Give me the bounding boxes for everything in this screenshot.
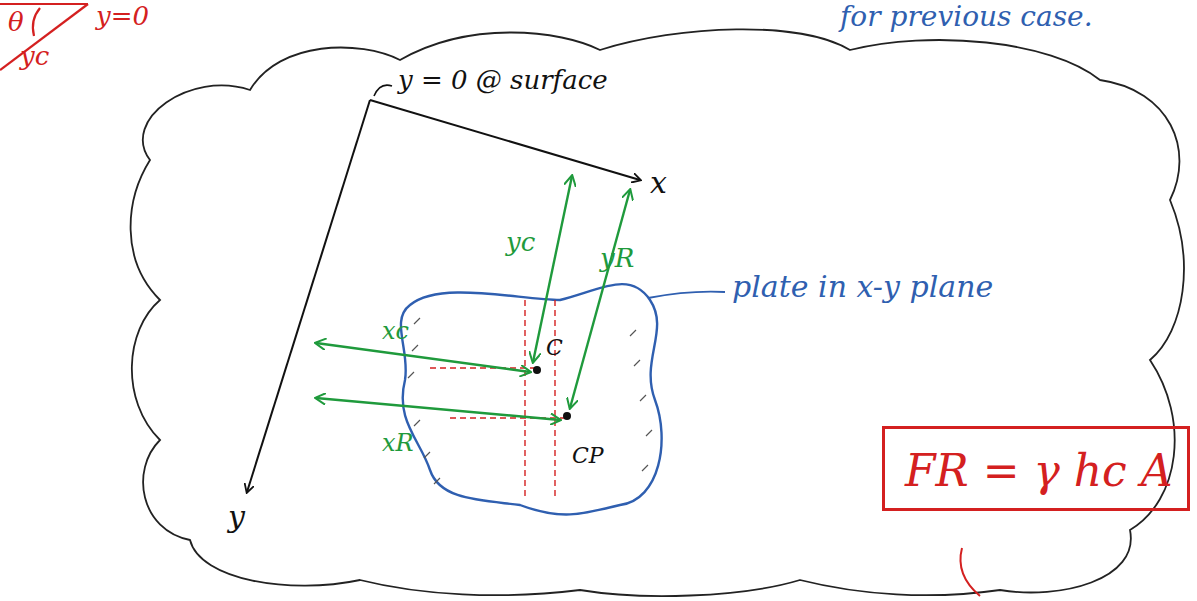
axis-label: x bbox=[650, 166, 667, 199]
dimension-label: yc bbox=[506, 228, 535, 257]
angle-sketch bbox=[0, 4, 88, 70]
plate-hatch bbox=[408, 318, 652, 484]
pointer-arrow bbox=[960, 548, 980, 596]
formula-box: FR = γ hc A bbox=[882, 426, 1190, 511]
y-axis bbox=[247, 100, 370, 492]
plate bbox=[401, 284, 662, 514]
formula-text: FR = γ hc A bbox=[905, 447, 1167, 495]
leader-line bbox=[374, 85, 392, 96]
surface-label: y = 0 @ surface bbox=[398, 66, 608, 95]
depth-label: yc bbox=[20, 42, 49, 71]
dimension-arrows bbox=[316, 176, 630, 420]
axis-label: y bbox=[228, 500, 245, 533]
centroid-guides bbox=[430, 300, 565, 500]
angle-symbol: θ bbox=[8, 8, 24, 37]
dimension-label: yR bbox=[600, 244, 634, 273]
dimension-label: xR bbox=[382, 430, 414, 456]
surface-label: y=0 bbox=[96, 2, 149, 31]
x-axis bbox=[370, 100, 640, 180]
centroid-dot bbox=[533, 366, 541, 374]
callout-label: plate in x-y plane bbox=[732, 270, 993, 303]
dimension-label: xc bbox=[382, 318, 409, 344]
point-label: C bbox=[546, 336, 563, 360]
point-label: CP bbox=[572, 444, 604, 468]
leader-line bbox=[648, 292, 725, 298]
pressure-center-dot bbox=[563, 412, 571, 420]
note: for previous case. bbox=[840, 2, 1093, 33]
